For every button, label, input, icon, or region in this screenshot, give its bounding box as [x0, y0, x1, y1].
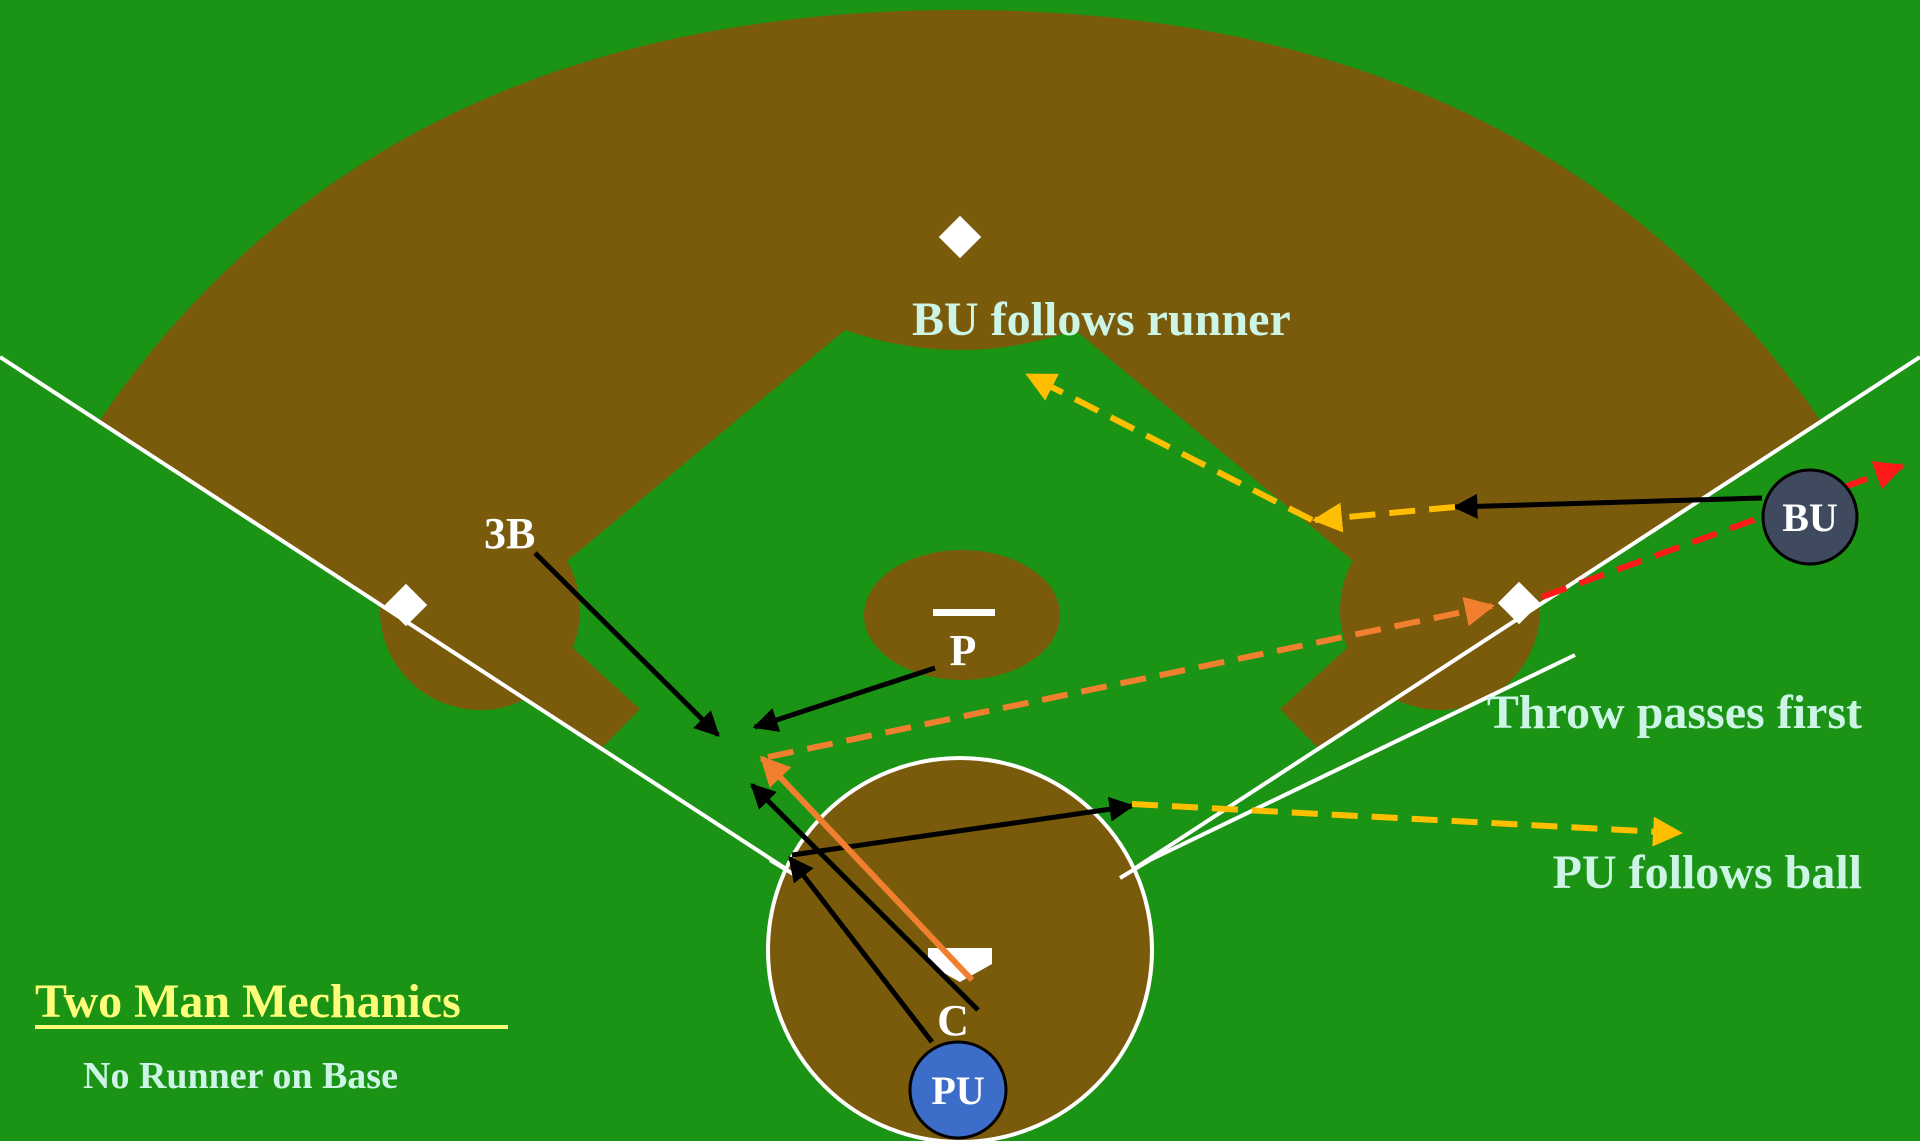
- catcher-label: C: [937, 996, 969, 1045]
- third-base-dirt-cutout: [380, 510, 580, 710]
- coach-box-line: [1149, 653, 1576, 862]
- third-baseman-arrow: [533, 551, 720, 737]
- throw-to-fielder: [759, 755, 975, 983]
- third-base-label: 3B: [484, 509, 535, 558]
- bu-follows-runner-note: BU follows runner: [912, 293, 1291, 346]
- foul-line-over-circle-right: [1118, 858, 1152, 880]
- throw-passes-first-arrow: [767, 596, 1495, 760]
- pitcher-arrow: [752, 665, 936, 732]
- first-base-dirt-cutout: [1340, 510, 1540, 710]
- base-umpire-marker: [1761, 468, 1859, 566]
- pu-follows-ball-note: PU follows ball: [1553, 846, 1862, 899]
- pitching-rubber: [933, 609, 995, 616]
- diagram-subtitle: No Runner on Base: [83, 1055, 398, 1097]
- diagram-title: Two Man Mechanics: [35, 975, 461, 1028]
- base-umpire-label: BU: [1782, 495, 1838, 540]
- first-base: [1497, 581, 1541, 625]
- base-umpire-follow-runner-a: [1312, 502, 1456, 533]
- pitcher-label: P: [950, 626, 977, 675]
- plate-umpire-follow-ball: [1131, 801, 1683, 847]
- plate-umpire-label: PU: [931, 1068, 984, 1113]
- plate-umpire-arrow-a: [788, 856, 934, 1044]
- catcher-arrow: [750, 783, 980, 1012]
- throw-passes-first-note: Throw passes first: [1487, 686, 1862, 739]
- base-umpire-follow-runner-b: [1025, 372, 1314, 523]
- runner-arrow: [1540, 461, 1905, 600]
- plate-umpire-marker: [908, 1040, 1008, 1140]
- base-umpire-arrow: [1452, 493, 1763, 519]
